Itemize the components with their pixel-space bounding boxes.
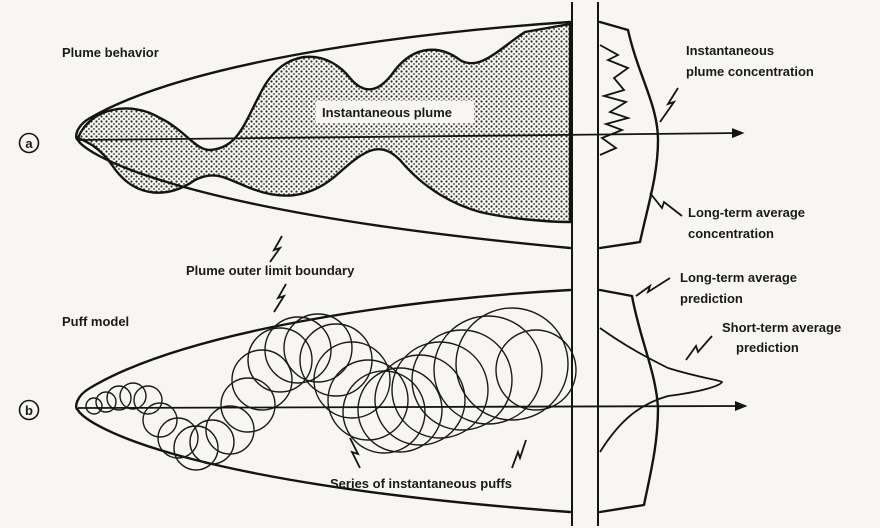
puff-model-title: Puff model	[62, 314, 129, 329]
puff-circle	[221, 378, 275, 432]
lt-pred-leader	[636, 278, 670, 296]
puffs-leader-right	[512, 440, 526, 468]
boundary-leader-a	[270, 236, 282, 262]
panel-b-letter: b	[25, 403, 33, 418]
instantaneous-plume-label: Instantaneous plume	[322, 105, 452, 120]
panel-a: Plume behavior a Instantaneous plume Ins…	[20, 22, 814, 248]
plume-outer-limit-label: Plume outer limit boundary	[186, 263, 355, 278]
inst-conc-leader	[660, 88, 678, 122]
puff-circle	[190, 420, 234, 464]
lt-pred-label-1: Long-term average	[680, 270, 797, 285]
puff-circle	[456, 308, 568, 420]
st-pred-label-2: prediction	[736, 340, 799, 355]
puff-circle	[496, 330, 576, 410]
panel-b: Puff model b Long-term average predictio…	[20, 270, 842, 512]
puffs-label: Series of instantaneous puffs	[330, 476, 512, 491]
panel-a-letter: a	[25, 136, 33, 151]
plume-behavior-title: Plume behavior	[62, 45, 159, 60]
instantaneous-puffs-group	[86, 308, 576, 470]
st-pred-leader	[686, 336, 712, 360]
boundary-leader-b	[274, 284, 286, 312]
lt-avg-conc-label-1: Long-term average	[688, 205, 805, 220]
inst-conc-label-1: Instantaneous	[686, 43, 774, 58]
puff-circle	[134, 386, 162, 414]
puff-circle	[434, 316, 542, 424]
lt-avg-conc-leader	[650, 193, 682, 216]
lt-pred-label-2: prediction	[680, 291, 743, 306]
puffs-leader-left	[350, 438, 360, 468]
puff-circle	[107, 386, 131, 410]
st-pred-label-1: Short-term average	[722, 320, 841, 335]
puff-circle	[86, 398, 102, 414]
instantaneous-concentration-trace	[600, 45, 628, 155]
long-term-avg-prediction-curve	[600, 290, 658, 512]
inst-conc-label-2: plume concentration	[686, 64, 814, 79]
lt-avg-conc-label-2: concentration	[688, 226, 774, 241]
puff-circle	[358, 368, 442, 452]
